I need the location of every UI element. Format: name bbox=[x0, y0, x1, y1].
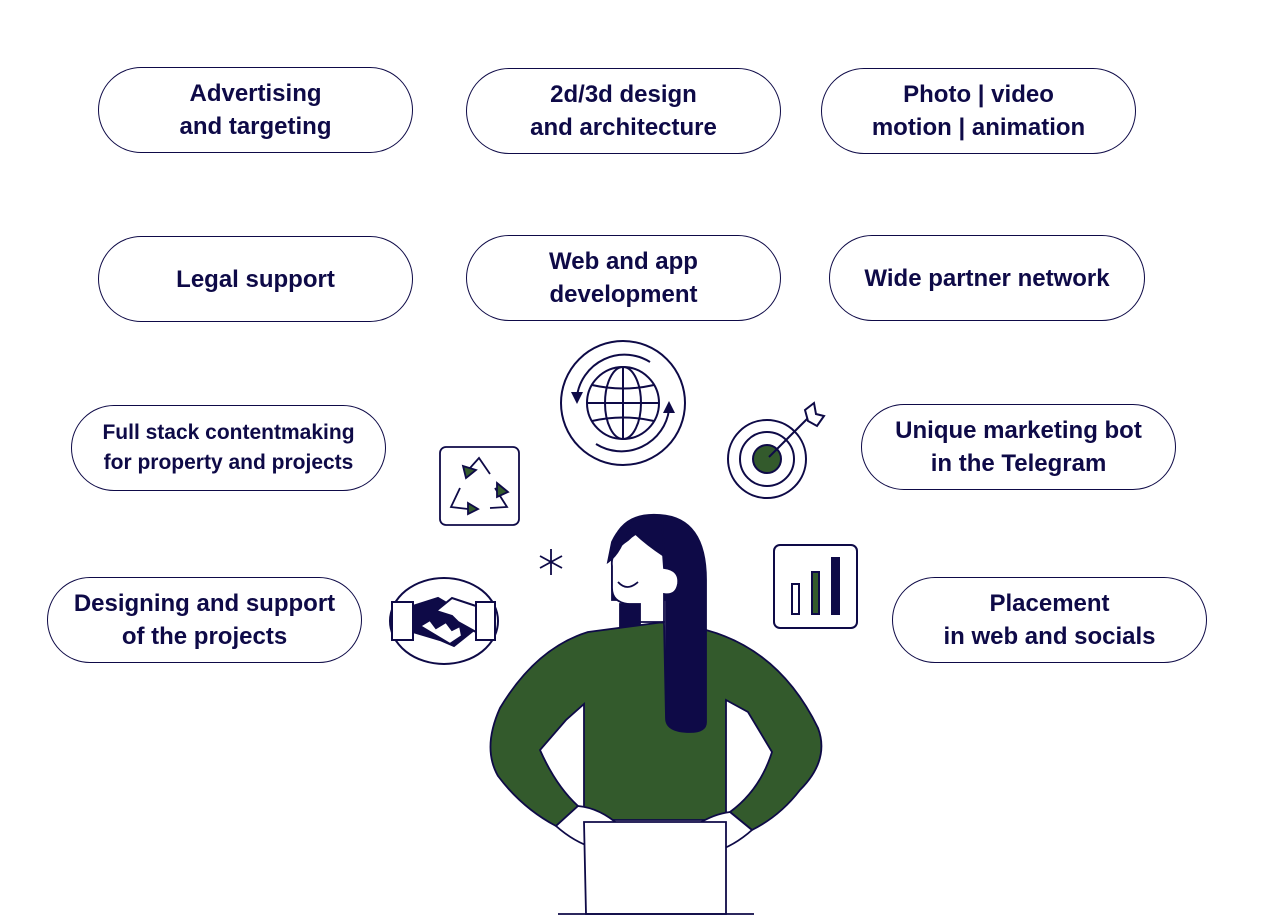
service-label: Full stack contentmaking bbox=[102, 421, 355, 444]
service-design: 2d/3d design and architecture bbox=[466, 68, 781, 154]
service-label: Designing and support bbox=[73, 590, 336, 617]
service-label: Web and app bbox=[549, 248, 698, 275]
service-label: Photo | video bbox=[903, 81, 1054, 108]
service-label: 2d/3d design bbox=[550, 81, 697, 108]
service-label: and architecture bbox=[530, 114, 717, 141]
service-telegram-bot: Unique marketing bot in the Telegram bbox=[861, 404, 1176, 490]
recycle-icon bbox=[439, 446, 520, 526]
woman-figure bbox=[489, 513, 823, 915]
sparkle-icon bbox=[539, 549, 563, 575]
target-icon bbox=[727, 401, 826, 499]
service-partner-network: Wide partner network bbox=[829, 235, 1145, 321]
service-label: and targeting bbox=[179, 113, 332, 140]
service-designing-support: Designing and support of the projects bbox=[47, 577, 362, 663]
service-placement: Placement in web and socials bbox=[892, 577, 1207, 663]
service-label: development bbox=[549, 281, 698, 308]
service-label: Placement bbox=[989, 590, 1110, 617]
service-label: Unique marketing bot bbox=[895, 417, 1142, 444]
service-legal: Legal support bbox=[98, 236, 413, 322]
service-advertising: Advertising and targeting bbox=[98, 67, 413, 153]
service-label: Legal support bbox=[176, 265, 335, 293]
service-label: Advertising bbox=[189, 80, 322, 107]
service-contentmaking: Full stack contentmaking for property an… bbox=[71, 405, 386, 491]
service-label: motion | animation bbox=[871, 114, 1086, 141]
bar-chart-icon bbox=[773, 544, 858, 629]
handshake-icon bbox=[389, 577, 499, 665]
service-label: Wide partner network bbox=[864, 264, 1110, 292]
service-label: in the Telegram bbox=[930, 450, 1107, 477]
service-label: in web and socials bbox=[943, 623, 1156, 650]
globe-icon bbox=[560, 340, 686, 466]
service-label: for property and projects bbox=[103, 451, 354, 474]
service-label: of the projects bbox=[121, 623, 288, 650]
service-photo-video: Photo | video motion | animation bbox=[821, 68, 1136, 154]
service-web-app: Web and app development bbox=[466, 235, 781, 321]
